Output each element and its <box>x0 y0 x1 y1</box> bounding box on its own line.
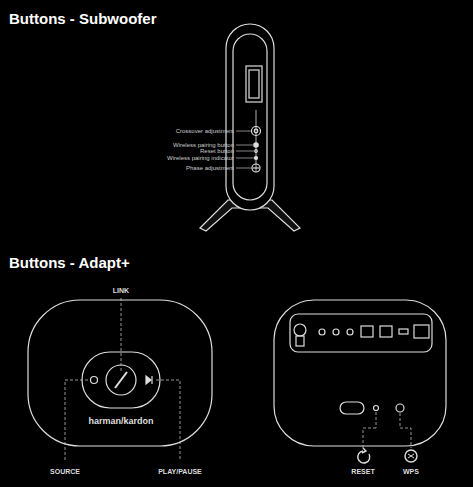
button-label: RESET <box>351 468 374 475</box>
brand-mark: harman/kardon <box>88 417 153 426</box>
button-label: PLAY/PAUSE <box>158 468 202 475</box>
button-icons <box>358 448 417 463</box>
adapt-back-view <box>274 300 446 446</box>
button-label: SOURCE <box>50 468 80 475</box>
callout-lines <box>65 298 180 460</box>
part-label: Wireless pairing indicator <box>167 155 234 161</box>
part-label: Wireless pairing button <box>173 142 234 148</box>
button-label: WPS <box>403 468 419 475</box>
subwoofer-figure <box>200 24 300 231</box>
button-label: LINK <box>113 287 129 294</box>
callout-lines <box>363 412 411 448</box>
part-label: Crossover adjustment <box>176 128 234 134</box>
heading: Buttons - Subwoofer <box>9 11 156 26</box>
leader-lines <box>236 131 254 168</box>
heading: Buttons - Adapt+ <box>9 255 130 270</box>
adapt-top-view <box>28 300 212 446</box>
part-label: Reset button <box>200 148 234 154</box>
part-label: Phase adjustment <box>186 165 234 171</box>
